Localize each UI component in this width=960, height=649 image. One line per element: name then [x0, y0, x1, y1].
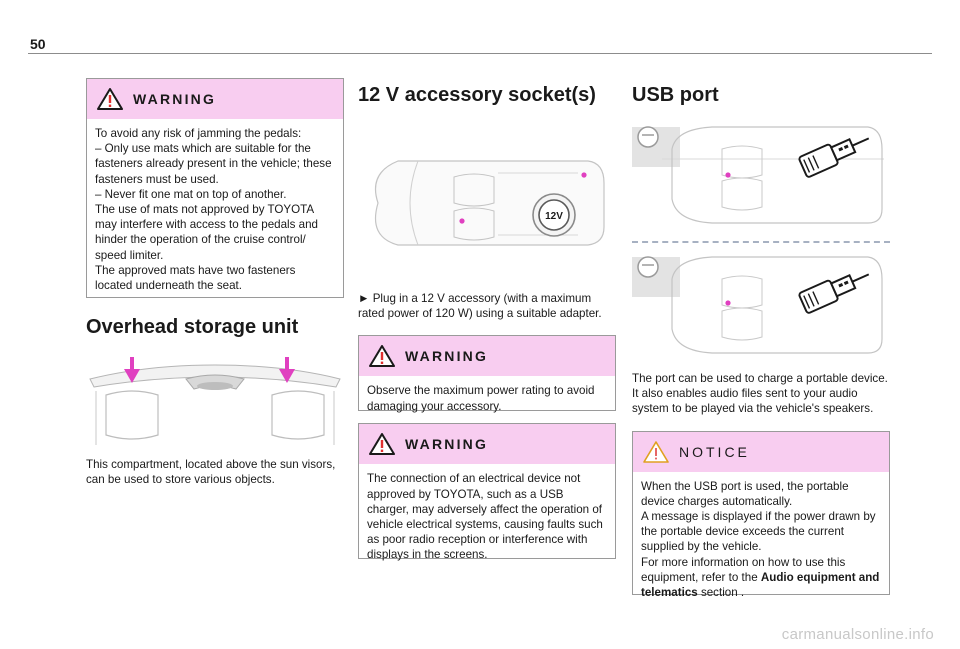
warning-triangle-icon — [369, 345, 395, 368]
warning-triangle-icon — [369, 433, 395, 456]
notice-body: When the USB port is used, the portable … — [633, 472, 889, 609]
warning-header: WARNING — [359, 336, 615, 377]
warning-box-mats: WARNING To avoid any risk of jamming the… — [86, 78, 344, 298]
column-1: WARNING To avoid any risk of jamming the… — [86, 78, 344, 487]
column-2: 12 V accessory socket(s) 12V ► Plug in a… — [358, 78, 616, 561]
usb-port-illustration-top — [632, 126, 884, 224]
notice-line: When the USB port is used, the portable … — [641, 479, 849, 508]
notice-line: A message is displayed if the power draw… — [641, 510, 876, 554]
warning-triangle-icon — [97, 88, 123, 110]
socket-label: 12V — [545, 211, 563, 222]
notice-line: For more information on how to use this … — [641, 555, 881, 601]
warning-body: Observe the maximum power rating to avoi… — [367, 384, 595, 413]
notice-ref-prefix: For more information on how to use this … — [641, 555, 846, 584]
illustration-divider — [632, 241, 890, 243]
warning-line: The approved mats have two fasteners loc… — [95, 263, 296, 293]
usb-plug-icon — [798, 137, 870, 178]
warning-label: WARNING — [405, 348, 489, 365]
warning-line: To avoid any risk of jamming the pedals: — [95, 127, 302, 140]
warning-label: WARNING — [133, 91, 217, 107]
overhead-storage-heading: Overhead storage unit — [86, 316, 299, 338]
warning-line: The use of mats not approved by TOYOTA m… — [95, 203, 318, 262]
usb-plug-icon — [798, 273, 870, 314]
usb-description-line: The port can be used to charge a portabl… — [632, 372, 888, 385]
notice-ref-suffix: section . — [697, 586, 745, 600]
warning-header: WARNING — [87, 79, 343, 119]
warning-line: – Never fit one mat on top of another. — [95, 187, 287, 201]
warning-body: To avoid any risk of jamming the pedals:… — [87, 119, 343, 301]
page-number: 50 — [30, 36, 46, 52]
notice-header: NOTICE — [633, 431, 889, 472]
usb-description-line: It also enables audio files sent to your… — [632, 387, 874, 416]
accessory-socket-illustration: 12V — [374, 160, 605, 246]
socket-instruction: ► Plug in a 12 V accessory (with a maxim… — [358, 292, 602, 321]
notice-label: NOTICE — [679, 443, 750, 460]
accessory-socket-heading: 12 V accessory socket(s) — [358, 84, 596, 106]
warning-body: The connection of an electrical device n… — [367, 472, 603, 562]
overhead-storage-caption: This compartment, located above the sun … — [86, 458, 336, 487]
warning-box-electrical: WARNING The connection of an electrical … — [358, 423, 616, 561]
usb-port-heading: USB port — [632, 84, 719, 106]
usb-description: The port can be used to charge a portabl… — [632, 371, 890, 417]
footer-watermark: carmanualsonline.info — [781, 626, 934, 643]
notice-triangle-icon — [643, 440, 669, 463]
column-3: USB port — [632, 78, 890, 599]
warning-box-power: WARNING Observe the maximum power rating… — [358, 335, 616, 413]
notice-ref-section: Audio equipment and telematics — [641, 570, 880, 600]
overhead-storage-illustration — [89, 357, 341, 445]
top-rule — [28, 53, 932, 54]
usb-port-illustration-bottom — [632, 256, 883, 354]
warning-header: WARNING — [359, 424, 615, 465]
warning-label: WARNING — [405, 436, 489, 453]
notice-box-usb: NOTICE When the USB port is used, the po… — [632, 430, 890, 599]
warning-line: – Only use mats which are suitable for t… — [95, 142, 332, 186]
